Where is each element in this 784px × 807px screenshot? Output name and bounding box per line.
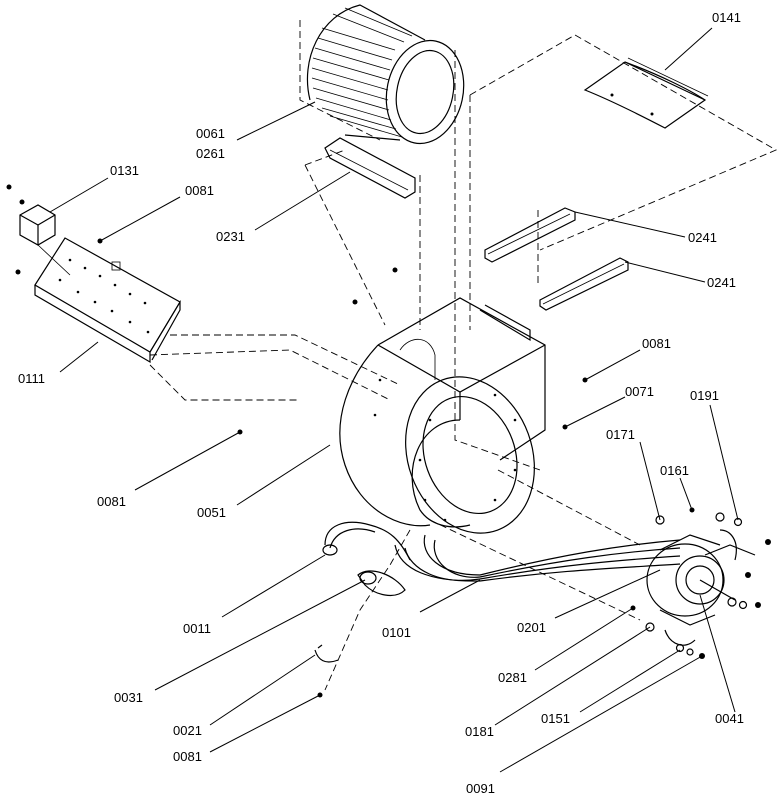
callout-0061: 0061 xyxy=(196,126,225,141)
callout-0161: 0161 xyxy=(660,463,689,478)
callout-labels: 0141 0061 0261 0131 0081 0231 0241 0241 … xyxy=(18,10,744,796)
callout-0101: 0101 xyxy=(382,625,411,640)
cutoff-plate xyxy=(583,57,709,129)
fasteners xyxy=(97,238,771,659)
callout-0141: 0141 xyxy=(712,10,741,25)
blower-housing xyxy=(339,297,546,534)
callout-leaders xyxy=(49,27,739,773)
blower-wheel xyxy=(306,4,465,145)
blower-motor xyxy=(646,529,756,646)
callout-0281: 0281 xyxy=(498,670,527,685)
callout-0051: 0051 xyxy=(197,505,226,520)
callout-0231: 0231 xyxy=(216,229,245,244)
callout-0191: 0191 xyxy=(690,388,719,403)
callout-0091: 0091 xyxy=(466,781,495,796)
callout-0021: 0021 xyxy=(173,723,202,738)
brackets-0241 xyxy=(484,207,629,311)
callout-0241-upper: 0241 xyxy=(688,230,717,245)
control-board-dots xyxy=(58,258,150,334)
callout-0261: 0261 xyxy=(196,146,225,161)
callout-0041: 0041 xyxy=(715,711,744,726)
callout-0081-bottom: 0081 xyxy=(173,749,202,764)
callout-0111: 0111 xyxy=(18,371,45,386)
capacitor-assembly xyxy=(314,521,411,698)
callout-0031: 0031 xyxy=(114,690,143,705)
transformer xyxy=(6,184,71,276)
callout-0081-right: 0081 xyxy=(642,336,671,351)
control-board xyxy=(15,237,181,364)
blower-wheel-blades xyxy=(311,7,413,138)
wiring-harness xyxy=(394,534,681,582)
callout-0131: 0131 xyxy=(110,163,139,178)
housing-holes xyxy=(373,378,517,522)
callout-0011: 0011 xyxy=(183,621,211,636)
callout-0151: 0151 xyxy=(541,711,570,726)
assembly-guide-lines xyxy=(149,20,778,691)
callout-0171: 0171 xyxy=(606,427,635,442)
callout-0201: 0201 xyxy=(517,620,546,635)
callout-0071: 0071 xyxy=(625,384,654,399)
callout-0081-top: 0081 xyxy=(185,183,214,198)
wheel-bracket xyxy=(324,137,416,199)
callout-0241-lower: 0241 xyxy=(707,275,736,290)
callout-0081-left: 0081 xyxy=(97,494,126,509)
callout-0181: 0181 xyxy=(465,724,494,739)
